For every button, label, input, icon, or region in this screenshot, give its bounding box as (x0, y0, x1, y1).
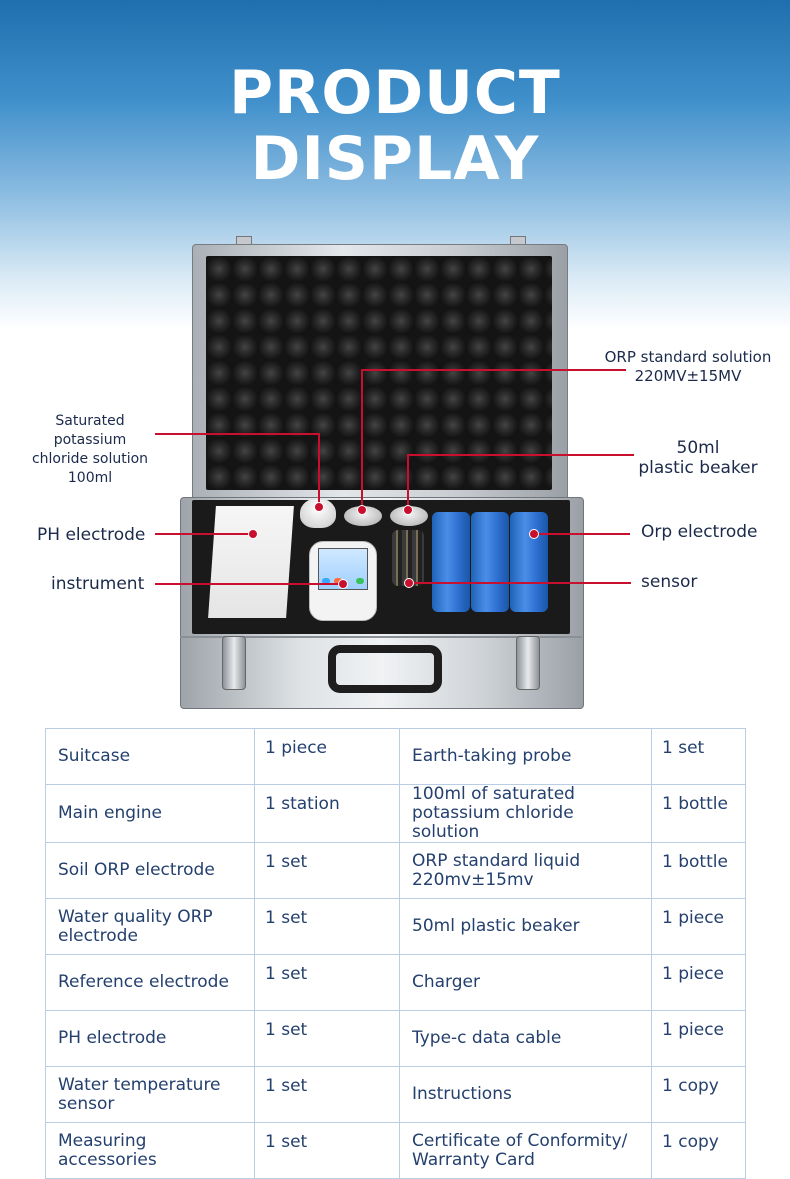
callout-orp-standard: ORP standard solution 220MV±15MV (588, 348, 788, 386)
item-name: Measuring accessories (45, 1122, 255, 1179)
callout-line (361, 369, 363, 510)
callout-dot (403, 505, 413, 515)
item-name: Main engine (45, 784, 255, 843)
callout-text: chloride solution (31, 451, 149, 467)
callout-line (408, 454, 634, 456)
item-name: 100ml of saturated potassium chloride so… (399, 784, 652, 843)
item-name: ORP standard liquid 220mv±15mv (399, 842, 652, 899)
item-quantity: 1 set (254, 1122, 400, 1179)
case-handle (328, 645, 442, 693)
callout-text: plastic beaker (638, 458, 758, 478)
item-name: Certificate of Conformity/ Warranty Card (399, 1122, 652, 1179)
case-latch (516, 636, 540, 690)
item-quantity: 1 copy (651, 1066, 746, 1123)
table-row: PH electrode 1 set Type-c data cable 1 p… (45, 1010, 746, 1067)
item-name: Suitcase (45, 728, 255, 785)
callout-dot (338, 579, 348, 589)
callout-line (318, 433, 320, 507)
callout-instrument: instrument (51, 574, 145, 594)
item-name: Water temperature sensor (45, 1066, 255, 1123)
callout-line (155, 533, 253, 535)
page-title-line2: DISPLAY (250, 124, 540, 194)
table-row: Water quality ORP electrode 1 set 50ml p… (45, 898, 746, 955)
table-row: Soil ORP electrode 1 set ORP standard li… (45, 842, 746, 899)
table-row: Main engine 1 station 100ml of saturated… (45, 784, 746, 843)
item-quantity: 1 set (254, 1010, 400, 1067)
callout-dot (248, 529, 258, 539)
item-quantity: 1 piece (651, 898, 746, 955)
callout-line (407, 454, 409, 510)
case-stripe (180, 636, 582, 638)
callout-dot (314, 502, 324, 512)
callout-saturated-solution: Saturated potassium chloride solution 10… (22, 412, 158, 488)
item-quantity: 1 bottle (651, 842, 746, 899)
table-row: Suitcase 1 piece Earth-taking probe 1 se… (45, 728, 746, 785)
callout-dot (529, 529, 539, 539)
sensor-cables (392, 530, 424, 586)
item-quantity: 1 piece (651, 954, 746, 1011)
orp-electrode-box (432, 512, 470, 612)
callout-text: ORP standard solution (604, 348, 772, 366)
callout-orp-electrode: Orp electrode (641, 522, 758, 542)
callout-text: 220MV±15MV (634, 367, 742, 385)
callout-sensor: sensor (641, 572, 698, 592)
callout-line (409, 582, 631, 584)
callout-ph-electrode: PH electrode (37, 525, 146, 545)
item-quantity: 1 copy (651, 1122, 746, 1179)
item-quantity: 1 piece (254, 728, 400, 785)
device-button (356, 578, 364, 584)
lid-foam (206, 256, 552, 490)
callout-dot (357, 505, 367, 515)
callout-dot (404, 578, 414, 588)
item-name: PH electrode (45, 1010, 255, 1067)
table-row: Reference electrode 1 set Charger 1 piec… (45, 954, 746, 1011)
item-quantity: 1 set (254, 898, 400, 955)
item-quantity: 1 piece (651, 1010, 746, 1067)
contents-table: Suitcase 1 piece Earth-taking probe 1 se… (45, 728, 746, 1179)
item-name: Type-c data cable (399, 1010, 652, 1067)
callout-line (362, 369, 626, 371)
table-row: Water temperature sensor 1 set Instructi… (45, 1066, 746, 1123)
case-latch (222, 636, 246, 690)
callout-text: 50ml (676, 438, 720, 458)
item-quantity: 1 set (254, 842, 400, 899)
item-quantity: 1 set (651, 728, 746, 785)
item-quantity: 1 bottle (651, 784, 746, 843)
orp-electrode-box (471, 512, 509, 612)
item-name: Charger (399, 954, 652, 1011)
orp-electrode-box (510, 512, 548, 612)
callout-line (534, 533, 630, 535)
item-name: Soil ORP electrode (45, 842, 255, 899)
callout-beaker: 50ml plastic beaker (636, 438, 760, 478)
device-button (322, 578, 330, 584)
item-name: 50ml plastic beaker (399, 898, 652, 955)
callout-text: 100ml (67, 470, 113, 486)
callout-text: Saturated potassium (53, 413, 127, 448)
item-quantity: 1 set (254, 1066, 400, 1123)
item-name: Instructions (399, 1066, 652, 1123)
item-name: Earth-taking probe (399, 728, 652, 785)
orp-standard-cup (344, 506, 382, 526)
plastic-beaker (390, 506, 428, 526)
item-quantity: 1 set (254, 954, 400, 1011)
item-name: Water quality ORP electrode (45, 898, 255, 955)
ph-electrode-pack (208, 506, 294, 618)
item-quantity: 1 station (254, 784, 400, 843)
callout-line (155, 583, 343, 585)
item-name: Reference electrode (45, 954, 255, 1011)
callout-line (155, 433, 319, 435)
table-row: Measuring accessories 1 set Certificate … (45, 1122, 746, 1179)
page-title-line1: PRODUCT (229, 58, 561, 128)
